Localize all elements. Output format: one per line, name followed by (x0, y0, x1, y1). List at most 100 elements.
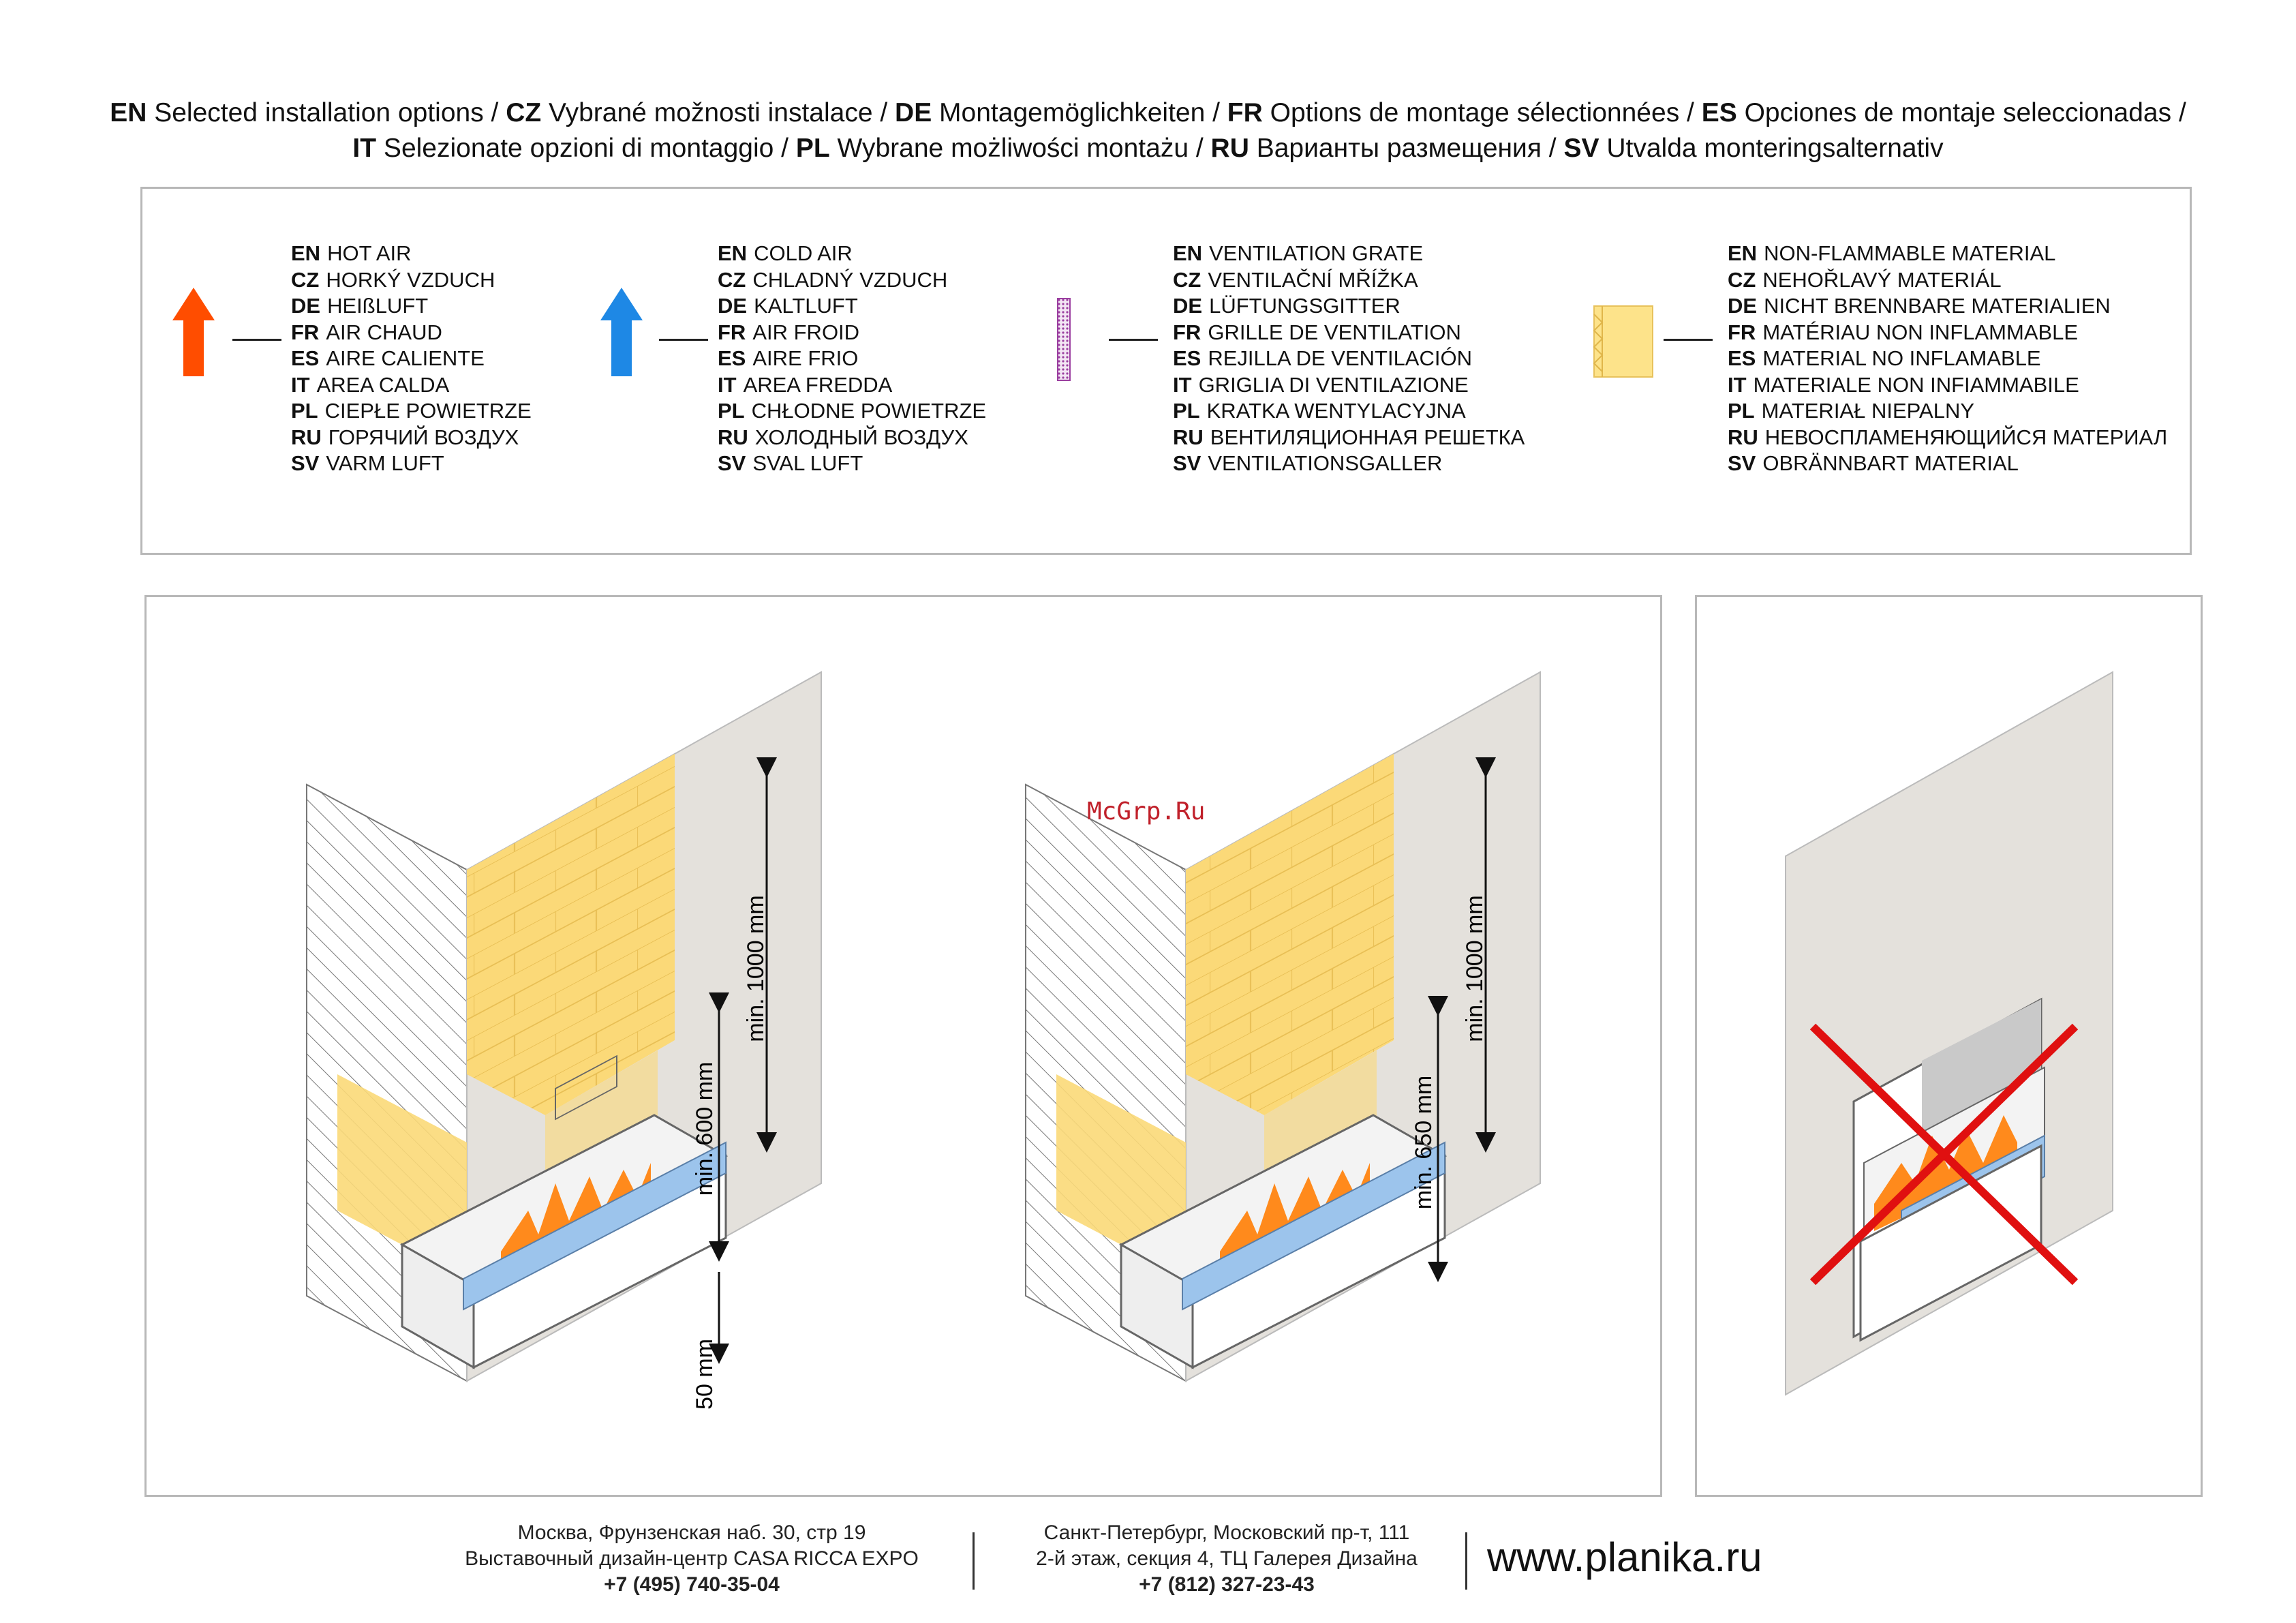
moscow-phone[interactable]: +7 (495) 740-35-04 (604, 1573, 780, 1596)
language-code: EN (291, 241, 321, 265)
language-code: PL (1728, 399, 1755, 423)
watermark: McGrp.Ru (1087, 798, 1206, 825)
not-allowed-option-panel (1695, 595, 2203, 1497)
legend-text: VENTILATIONSGALLER (1208, 451, 1443, 475)
legend-text: COLD AIR (754, 241, 853, 265)
language-code: PL (795, 134, 830, 163)
dim-label-top: min. 600 mm (692, 1062, 718, 1196)
legend-text: VARM LUFT (326, 451, 444, 475)
language-code: FR (1173, 320, 1201, 344)
language-code: CZ (718, 267, 746, 292)
website-link[interactable]: www.planika.ru (1487, 1534, 1762, 1580)
language-code: RU (291, 425, 322, 449)
language-code: ES (291, 346, 320, 370)
language-code: SV (291, 451, 320, 475)
legend-text: ВЕНТИЛЯЦИОННАЯ РЕШЕТКА (1210, 425, 1525, 449)
legend-text: MATERIAL NO INFLAMABLE (1762, 346, 2041, 370)
option-b-diagram: min. 1000 mm min. 650 mm (1025, 671, 1541, 1382)
legend-text: MATERIALE NON INFIAMMABILE (1753, 372, 2079, 397)
legend-text: AIRE CALIENTE (326, 346, 485, 370)
moscow-showroom: Выставочный дизайн-центр CASA RICCA EXPO (465, 1547, 919, 1570)
language-code: CZ (1173, 267, 1201, 292)
flame (1874, 1115, 2017, 1231)
language-code: ES (1728, 346, 1756, 370)
language-code: RU (1210, 134, 1249, 163)
ventilation-grate-icon (1057, 298, 1071, 381)
title-segment: Utvalda monteringsalternativ (1599, 134, 1944, 163)
language-code: ES (1173, 346, 1201, 370)
language-code: IT (1728, 372, 1747, 397)
non-flammable-backing (1186, 754, 1394, 1115)
legend-text: KALTLUFT (754, 294, 858, 318)
language-code: PL (1173, 399, 1200, 423)
spb-showroom: 2-й этаж, секция 4, ТЦ Галерея Дизайна (1036, 1547, 1418, 1570)
legend-text: SVAL LUFT (752, 451, 863, 475)
title-segment: Montagemöglichkeiten / (932, 98, 1227, 127)
legend-text: HOT AIR (327, 241, 412, 265)
language-code: IT (1173, 372, 1192, 397)
non-flammable-material-icon (1593, 305, 1653, 378)
legend-text: VENTILATION GRATE (1209, 241, 1424, 265)
title-segment: Opciones de montaje seleccionadas / (1736, 98, 2186, 127)
language-code: CZ (506, 98, 542, 127)
language-code: FR (1728, 320, 1756, 344)
language-code: CZ (291, 267, 320, 292)
language-code: RU (718, 425, 748, 449)
language-code: SV (1563, 134, 1599, 163)
moscow-address: Москва, Фрунзенская наб. 30, стр 19 (517, 1521, 866, 1544)
language-code: EN (718, 241, 748, 265)
spb-phone[interactable]: +7 (812) 327-23-43 (1139, 1573, 1315, 1596)
language-code: FR (1227, 98, 1263, 127)
legend-leader-line (232, 339, 281, 341)
legend-text: MATERIAŁ NIEPALNY (1761, 399, 1975, 423)
language-code: ES (718, 346, 746, 370)
legend-text: HEIßLUFT (327, 294, 429, 318)
spb-address: Санкт-Петербург, Московский пр-т, 111 (1043, 1521, 1410, 1544)
language-code: RU (1173, 425, 1204, 449)
title-segment: Vybrané možnosti instalace / (541, 98, 896, 127)
title-segment: Варианты размещения / (1249, 134, 1564, 163)
not-allowed-diagram-svg (1785, 671, 2113, 1396)
language-code: EN (1173, 241, 1203, 265)
legend-text: CHŁODNE POWIETRZE (751, 399, 987, 423)
legend-text: AREA FREDDA (743, 372, 893, 397)
language-code: SV (718, 451, 746, 475)
language-code: SV (1173, 451, 1201, 475)
hot-air-arrow-icon (172, 288, 215, 376)
dim-label-top: min. 650 mm (1411, 1076, 1437, 1210)
language-code: SV (1728, 451, 1756, 475)
legend-text: GRIGLIA DI VENTILAZIONE (1198, 372, 1469, 397)
language-code: PL (291, 399, 318, 423)
legend-text: NEHOŘLAVÝ MATERIÁL (1762, 267, 2002, 292)
language-code: FR (291, 320, 320, 344)
language-code: FR (718, 320, 746, 344)
legend-text: CIEPŁE POWIETRZE (324, 399, 532, 423)
option-a-diagram: min. 1000 mm min. 600 mm 50 mm (306, 671, 822, 1410)
dim-label-total: min. 1000 mm (1462, 895, 1488, 1042)
legend-text: LÜFTUNGSGITTER (1209, 294, 1400, 318)
language-code: IT (291, 372, 310, 397)
language-code: CZ (1728, 267, 1756, 292)
